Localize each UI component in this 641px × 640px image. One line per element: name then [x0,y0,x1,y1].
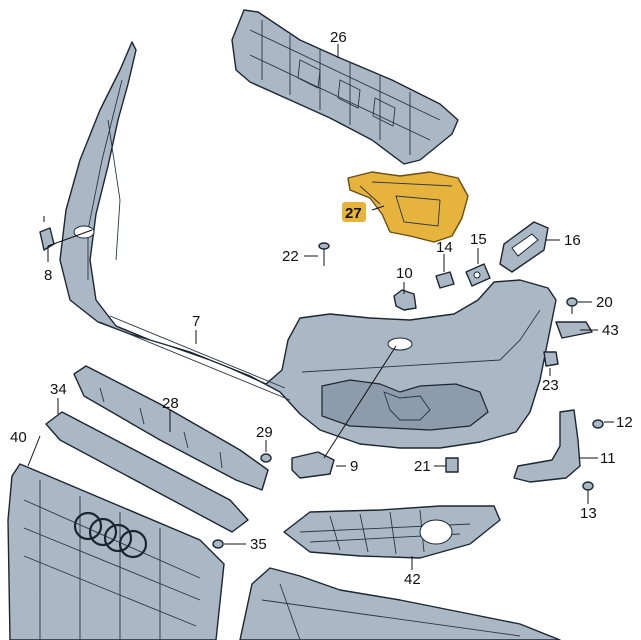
part-14-clip [435,271,455,289]
callout-labels: 26 27 22 8 10 14 15 16 20 43 7 23 34 28 … [10,29,633,588]
part-35-screw [212,539,224,549]
part-21-clip [445,457,459,473]
callout-21: 21 [414,458,431,475]
callout-10: 10 [396,265,413,282]
callout-27: 27 [345,205,362,222]
callout-20: 20 [596,294,613,311]
part-40-grille [7,463,225,640]
part-12-screw [592,419,604,429]
callout-11: 11 [600,450,616,467]
part-undertray [239,567,561,640]
callout-35: 35 [250,536,267,553]
callout-29: 29 [256,424,273,441]
callout-8: 8 [44,267,52,284]
part-27-bracket-highlighted [347,171,469,243]
rings-logo-icon [73,511,148,559]
part-26-grille-carrier [231,9,459,165]
callout-40: 40 [10,429,27,446]
callout-7: 7 [192,313,200,330]
part-34-trim-strip [45,411,249,533]
part-15-cover [465,263,491,287]
part-9-tow-eye-cover [291,451,335,479]
part-28-bracket [73,365,269,491]
callout-12: 12 [616,414,633,431]
callout-26: 26 [330,29,347,46]
leader-lines [27,44,614,570]
part-22-screw [318,242,330,266]
callout-16: 16 [564,232,581,249]
callout-42: 42 [404,571,421,588]
callout-28: 28 [162,395,179,412]
part-43-reflector [555,321,593,339]
callout-34: 34 [50,381,67,398]
part-29-clip [260,453,272,463]
part-23-nut [543,351,559,367]
part-20-bolt [566,297,578,314]
callout-15: 15 [470,231,487,248]
part-11-bracket [513,409,581,483]
callout-27-highlight [342,202,366,222]
callout-13: 13 [580,505,597,522]
part-10-clip [393,289,417,311]
callout-23: 23 [542,377,559,394]
callout-14: 14 [436,239,453,256]
part-16-frame [499,221,549,273]
part-42-fog-grille [283,505,501,559]
part-7-bumper-cover [59,41,557,449]
part-13-screw [582,481,594,491]
callout-43: 43 [602,322,619,339]
callout-22: 22 [282,248,299,265]
callout-9: 9 [350,458,358,475]
